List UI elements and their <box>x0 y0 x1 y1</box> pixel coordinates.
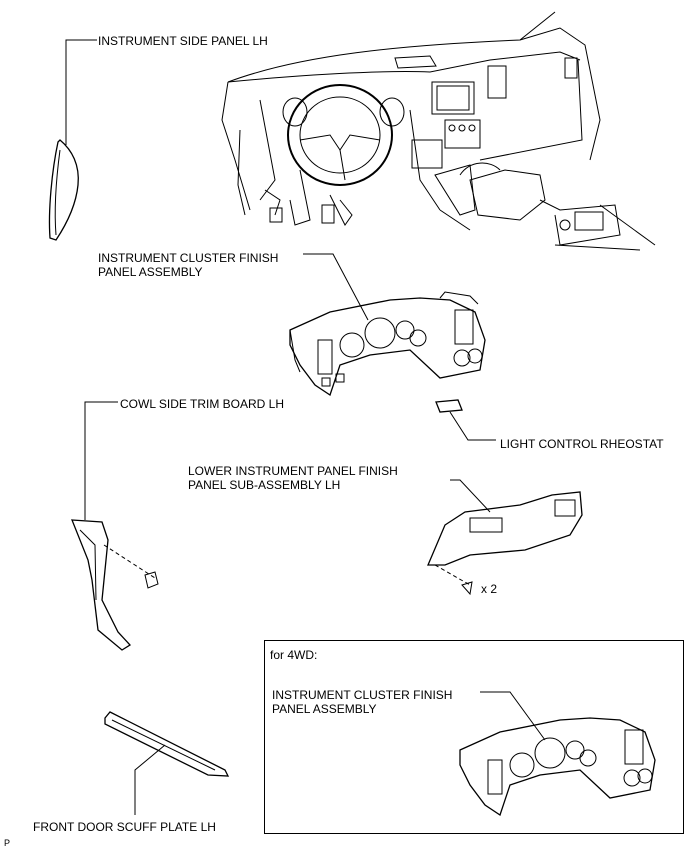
cluster-4wd-label-line1: INSTRUMENT CLUSTER FINISH <box>272 688 453 702</box>
instrument-side-panel-label: INSTRUMENT SIDE PANEL LH <box>98 34 268 48</box>
dashboard-overview <box>221 11 656 251</box>
cluster-finish-label-line1: INSTRUMENT CLUSTER FINISH <box>98 251 279 265</box>
cowl-side-trim-label: COWL SIDE TRIM BOARD LH <box>120 397 285 411</box>
cluster-4wd-part <box>459 691 656 817</box>
instrument-side-panel-part <box>48 39 97 241</box>
scuff-plate-label: FRONT DOOR SCUFF PLATE LH <box>33 820 216 834</box>
lower-panel-label-line1: LOWER INSTRUMENT PANEL FINISH <box>188 464 398 478</box>
page-marker: P <box>4 838 11 848</box>
cluster-finish-panel-part <box>289 253 486 397</box>
four-wheel-drive-inset <box>264 640 684 834</box>
cluster-4wd-label-line2: PANEL ASSEMBLY <box>272 702 377 716</box>
for-4wd-label: for 4WD: <box>270 648 318 662</box>
bolt-quantity-label: x 2 <box>481 582 498 596</box>
scuff-plate-part <box>104 711 230 815</box>
cluster-finish-label-line2: PANEL ASSEMBLY <box>98 265 203 279</box>
lower-panel-part <box>427 479 583 596</box>
light-control-rheostat-label: LIGHT CONTROL RHEOSTAT <box>500 437 664 451</box>
cowl-side-trim-part <box>71 401 159 651</box>
light-control-rheostat-part <box>435 399 496 441</box>
lower-panel-label-line2: PANEL SUB-ASSEMBLY LH <box>188 478 341 492</box>
